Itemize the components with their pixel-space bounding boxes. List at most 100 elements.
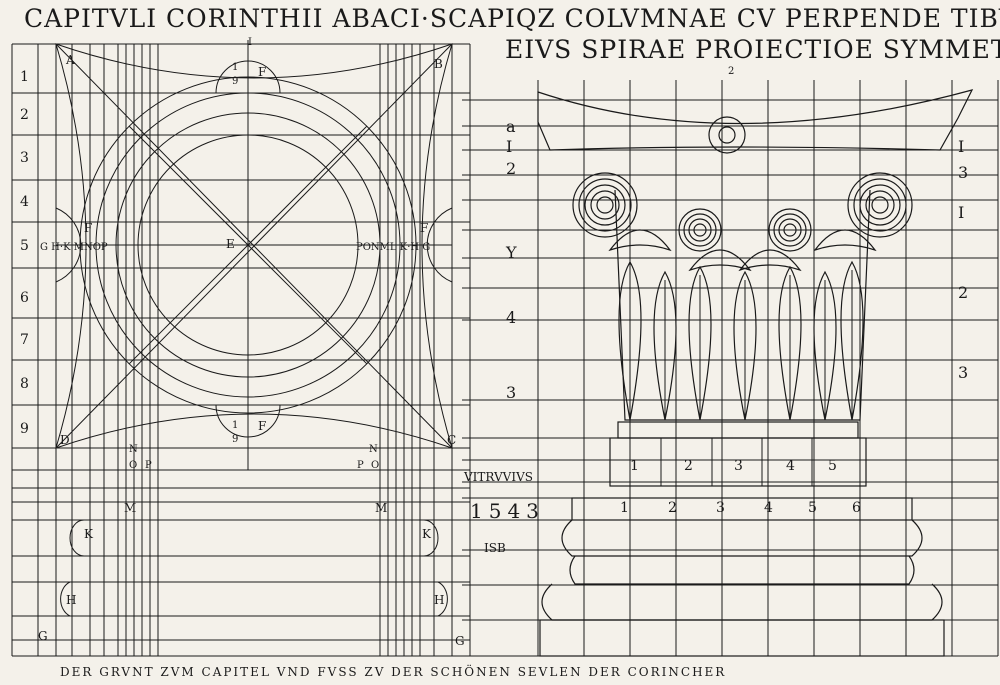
k-label-right: K	[422, 527, 432, 541]
year-inscription: 1543	[470, 499, 545, 523]
row-number: 1	[20, 69, 29, 85]
row-number: 5	[20, 238, 29, 254]
h-label-right: H	[434, 593, 444, 607]
elevation-left-scale: aI 2Y 4 3	[505, 117, 517, 402]
volute-spiral	[596, 196, 614, 214]
fraction-bottom-den: 9	[232, 434, 238, 445]
base-number: 4	[764, 500, 773, 516]
acanthus-leaf	[813, 270, 837, 421]
f-label-left: F	[84, 221, 92, 235]
abacus-flower	[708, 116, 746, 154]
base-number: 3	[716, 500, 725, 516]
row-number: 7	[20, 332, 29, 348]
base-scotia	[569, 555, 915, 585]
m-label-left: M	[124, 501, 136, 515]
abacus-number: 5	[828, 458, 837, 474]
volute-spiral	[572, 172, 638, 238]
left-scale-mark: 4	[506, 308, 516, 327]
p-label-right: P	[357, 460, 364, 471]
row-number: 4	[20, 194, 29, 210]
o-label-left: O	[129, 460, 137, 471]
corner-label-b: B	[434, 57, 443, 71]
left-scale-mark: a	[506, 117, 516, 136]
left-row-letters: G H·K MNOP	[40, 242, 108, 253]
fraction-bottom-num: 1	[232, 420, 238, 431]
volute-spiral	[590, 190, 620, 220]
upper-acanthus-leaf	[688, 249, 752, 272]
base-torus-profile-right	[423, 519, 439, 557]
corner-label-d: D	[60, 433, 70, 447]
o-label-right: O	[371, 460, 379, 471]
helix-spiral	[693, 223, 707, 237]
upper-acanthus-leaf	[608, 229, 672, 252]
base-lower-torus	[541, 583, 943, 621]
acanthus-leaf	[733, 270, 757, 421]
capital-bell-outline	[614, 189, 871, 421]
right-scale-mark: 3	[958, 363, 968, 382]
corner-label-a: A	[65, 53, 75, 67]
plan-side-lobe	[426, 207, 453, 283]
volute-spiral	[853, 178, 907, 232]
elevation-top-index: 2	[728, 66, 734, 77]
base-number: 2	[668, 500, 677, 516]
volute-spiral	[859, 184, 901, 226]
footer-caption: DER GRVNT ZVM CAPITEL VND FVSS ZV DER SC…	[60, 663, 726, 679]
base-torus-profile-left	[60, 581, 71, 617]
right-scale-mark: 3	[958, 163, 968, 182]
plan-radial-line	[128, 125, 368, 365]
capital-astragal	[617, 421, 859, 439]
right-row-letters: PONML K·H G	[356, 242, 430, 253]
corinthian-capital-drawing	[537, 89, 974, 657]
plan-diagonal	[55, 43, 453, 449]
center-label: E	[226, 237, 235, 251]
base-upper-torus	[561, 519, 923, 557]
helix-spiral	[683, 213, 717, 247]
abacus-number: 3	[734, 458, 743, 474]
row-number: 6	[20, 290, 29, 306]
k-label-left: K	[84, 527, 94, 541]
monogram: ISB	[484, 541, 506, 555]
m-label-right: M	[375, 501, 387, 515]
g-label-left: G	[38, 629, 48, 643]
base-number: 5	[808, 500, 817, 516]
n-label-right: N	[369, 444, 378, 455]
plan-side-lobe	[55, 207, 82, 283]
abacus-elevation	[537, 89, 974, 151]
left-scale-mark: 3	[506, 383, 516, 402]
acanthus-leaf	[840, 260, 864, 421]
plan-top-index: I	[248, 37, 252, 48]
f-label-right: F	[420, 221, 428, 235]
fraction-top-den: 9	[232, 76, 238, 87]
n-label-left: N	[129, 444, 138, 455]
row-number: 9	[20, 421, 29, 437]
abacus-number: 4	[786, 458, 795, 474]
abacus-number: 1	[630, 458, 639, 474]
volute-spiral	[871, 196, 889, 214]
abacus-flower-center	[718, 126, 736, 144]
volute-spiral	[847, 172, 913, 238]
left-scale-mark: 2	[506, 159, 516, 178]
p-label-left: P	[145, 460, 152, 471]
title-line-1: CAPITVLI CORINTHII ABACI·SCAPIQZ COLVMNA…	[24, 4, 1000, 33]
base-number: 6	[852, 500, 861, 516]
left-scale-mark: Y	[505, 243, 517, 262]
fraction-top-num: 1	[232, 62, 238, 73]
acanthus-leaf	[653, 270, 677, 421]
abacus-number-block	[609, 437, 867, 487]
construction-linework	[11, 40, 999, 657]
h-label-left: H	[66, 593, 76, 607]
base-number: 1	[620, 500, 629, 516]
helix-spiral	[678, 208, 722, 252]
left-scale-mark: I	[506, 137, 512, 156]
base-number-row: 1 2 3 4 5 6	[620, 500, 861, 516]
helix-spiral	[773, 213, 807, 247]
plan-bottom-lobe	[215, 404, 281, 438]
helix-spiral	[688, 218, 712, 242]
helix-spiral	[778, 218, 802, 242]
f-label-top: F	[258, 65, 266, 79]
